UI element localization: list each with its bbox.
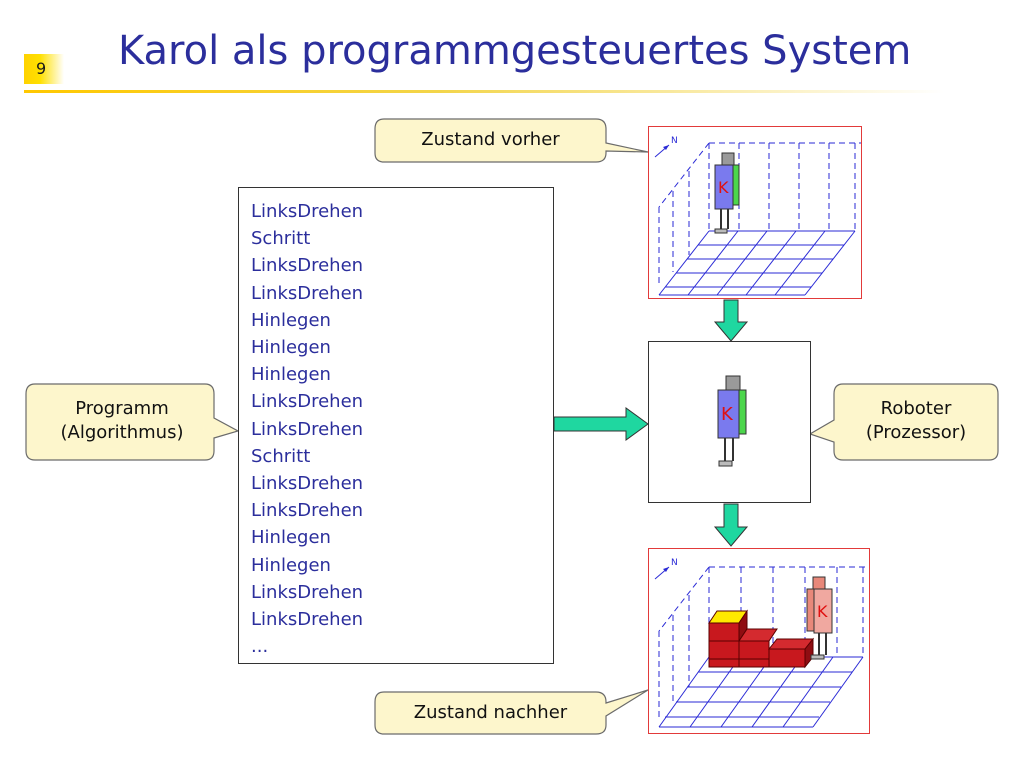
- program-line: Hinlegen: [251, 309, 331, 331]
- world-before: N: [648, 126, 862, 299]
- program-line: LinksDrehen: [251, 500, 364, 522]
- robot-letter: K: [718, 178, 729, 197]
- robot-callout-bubble: [808, 383, 999, 461]
- compass-icon: N: [654, 558, 678, 580]
- program-callout-bubble: [25, 383, 240, 461]
- program-line: LinksDrehen: [251, 418, 364, 440]
- program-listing: LinksDrehen Schritt LinksDrehen LinksDre…: [238, 187, 554, 664]
- title-underline: [24, 90, 944, 93]
- compass-label: N: [671, 558, 678, 568]
- compass-icon: N: [654, 136, 678, 158]
- before-to-robot-arrow: [713, 299, 749, 342]
- before-callout-text: Zustand vorher: [421, 129, 560, 150]
- robot-processor-box: K: [648, 341, 811, 503]
- slide-number: 9: [24, 54, 64, 84]
- world-before-scene: N: [654, 136, 861, 296]
- program-line: Hinlegen: [251, 364, 331, 386]
- program-line: ...: [251, 636, 269, 658]
- program-callout-line2: (Algorithmus): [60, 422, 184, 443]
- program-line: LinksDrehen: [251, 282, 364, 304]
- compass-label: N: [671, 136, 678, 146]
- program-line: Hinlegen: [251, 527, 331, 549]
- before-callout-bubble: [374, 118, 649, 163]
- program-line: LinksDrehen: [251, 609, 364, 631]
- program-callout-text: Programm (Algorithmus): [30, 397, 214, 445]
- robot-icon: K: [806, 576, 833, 660]
- program-line: Schritt: [251, 445, 311, 467]
- robot-callout-line2: (Prozessor): [865, 422, 967, 443]
- robot-letter: K: [817, 602, 828, 621]
- world-after-scene: N: [654, 558, 869, 728]
- program-to-robot-arrow: [553, 407, 649, 441]
- robot-callout-line1: Roboter: [880, 398, 952, 419]
- program-line: LinksDrehen: [251, 255, 364, 277]
- robot-callout-text: Roboter (Prozessor): [836, 397, 996, 445]
- robot-to-after-arrow: [713, 503, 749, 547]
- program-line: Hinlegen: [251, 337, 331, 359]
- brick-stack: [708, 609, 815, 669]
- program-line: Hinlegen: [251, 554, 331, 576]
- world-after: N: [648, 548, 870, 734]
- after-callout-bubble: [374, 689, 649, 735]
- robot-letter: K: [721, 404, 734, 425]
- program-line: Schritt: [251, 228, 311, 250]
- slide-title: Karol als programmgesteuertes System: [118, 28, 912, 74]
- program-callout-line1: Programm: [75, 398, 169, 419]
- program-line: LinksDrehen: [251, 581, 364, 603]
- program-line: LinksDrehen: [251, 201, 364, 222]
- after-callout-text: Zustand nachher: [413, 702, 568, 723]
- robot-icon: K: [714, 152, 740, 234]
- program-line: LinksDrehen: [251, 473, 364, 495]
- program-line: LinksDrehen: [251, 391, 364, 413]
- robot-icon: K: [717, 375, 747, 467]
- robot-processor-scene: K: [717, 375, 747, 467]
- program-lines: LinksDrehen Schritt LinksDrehen LinksDre…: [251, 198, 363, 660]
